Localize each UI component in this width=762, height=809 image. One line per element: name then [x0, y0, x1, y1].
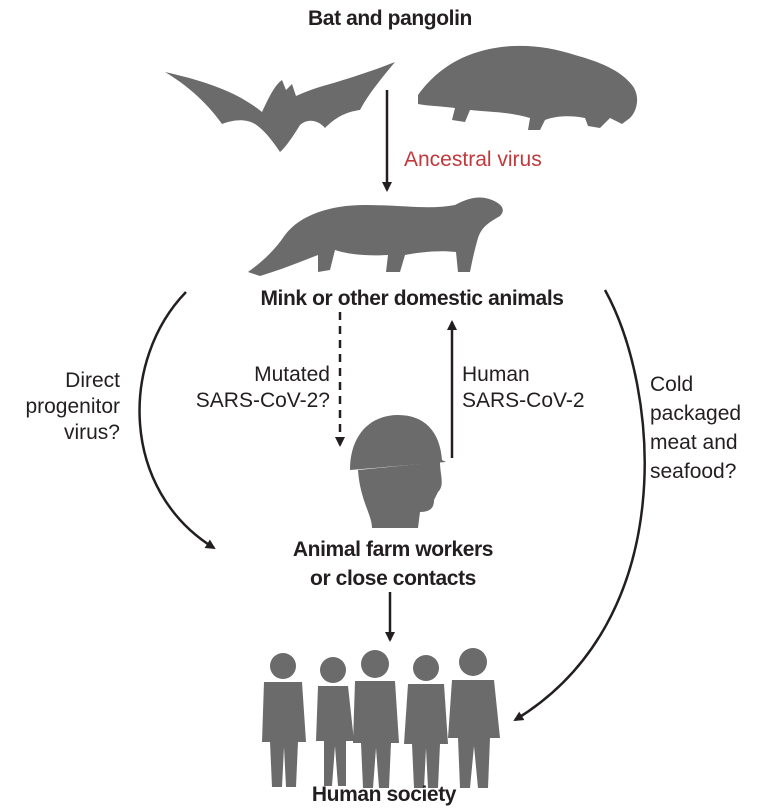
direct-line-1: Direct: [65, 369, 120, 392]
cold-meat-arrow: [513, 289, 646, 722]
cold-meat-label: Cold packaged meat and seafood?: [650, 370, 741, 486]
bat-pangolin-title: Bat and pangolin: [308, 7, 472, 30]
human-society-label: Human society: [311, 783, 457, 806]
bat-icon: [165, 62, 395, 152]
workers-line-2: or close contacts: [310, 567, 476, 590]
cold-line-3: meat and: [650, 431, 738, 454]
mink-icon: [248, 197, 503, 276]
cold-line-2: packaged: [650, 402, 742, 425]
ancestral-virus-label: Ancestral virus: [404, 148, 542, 171]
worker-head-icon: [350, 415, 446, 528]
mutated-line-2: SARS-CoV-2?: [195, 389, 330, 412]
pangolin-icon: [418, 45, 638, 131]
direct-progenitor-arrow: [138, 291, 216, 550]
direct-line-3: virus?: [63, 421, 120, 444]
mink-label: Mink or other domestic animals: [260, 287, 564, 310]
human-line-2: SARS-CoV-2: [462, 389, 585, 412]
direct-progenitor-label: Direct progenitor virus?: [0, 368, 120, 446]
human-line-1: Human: [462, 363, 530, 386]
workers-label: Animal farm workers or close contacts: [292, 535, 494, 593]
human-virus-label: Human SARS-CoV-2: [462, 362, 585, 414]
mutated-line-1: Mutated: [254, 363, 330, 386]
mutated-label: Mutated SARS-CoV-2?: [180, 362, 330, 414]
cold-line-1: Cold: [650, 373, 694, 396]
workers-line-1: Animal farm workers: [292, 538, 494, 561]
direct-line-2: progenitor: [25, 395, 120, 418]
people-icon: [262, 648, 500, 788]
cold-line-4: seafood?: [650, 460, 737, 483]
